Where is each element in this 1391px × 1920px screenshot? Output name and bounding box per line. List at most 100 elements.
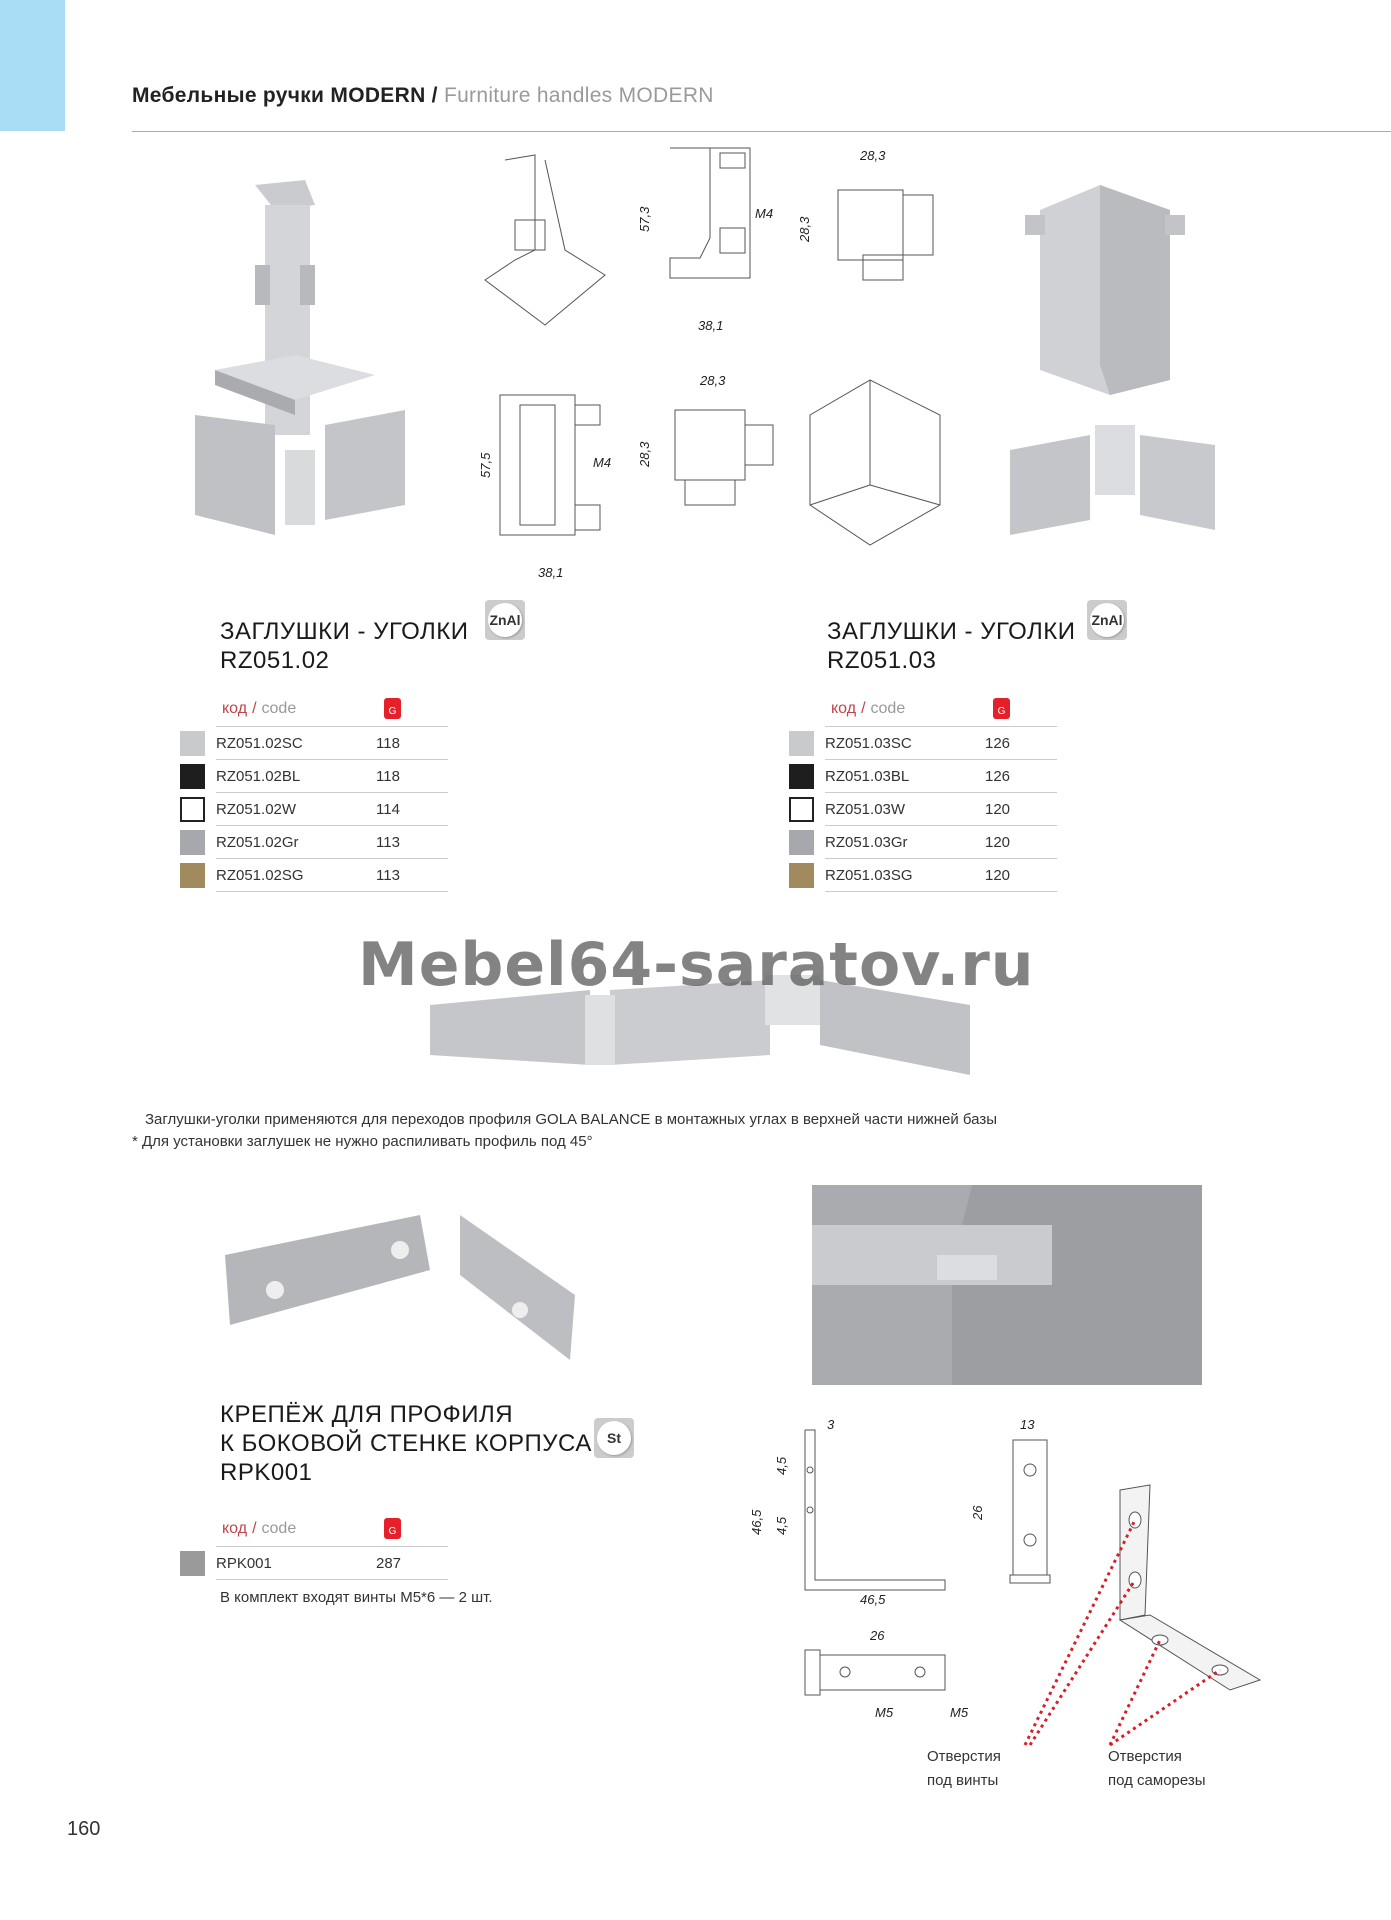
row-divider [216, 1579, 448, 1580]
corner-cap-03-drawing-plan [674, 409, 774, 506]
dimension-label: 26 [870, 1628, 885, 1643]
corner-cap-03-drawing-3d [809, 379, 941, 546]
item-code: RZ051.03SC [825, 735, 912, 752]
row-divider [216, 825, 448, 826]
table-row: RZ051.02BL 118 [180, 760, 448, 793]
color-swatch [180, 731, 205, 756]
row-divider [216, 759, 448, 760]
weight-icon: G [384, 698, 401, 719]
item-code: RZ051.02Gr [216, 834, 299, 851]
header-title-en: Furniture handles MODERN [443, 84, 714, 107]
item-weight: 118 [376, 735, 400, 752]
profile-assembly-photo [430, 975, 970, 1075]
caption-line: Отверстия [927, 1748, 1001, 1765]
table-row: RZ051.02Gr 113 [180, 826, 448, 859]
corner-cap-02-drawing-plan [837, 189, 934, 281]
weight-icon: G [993, 698, 1010, 719]
item-weight: 120 [985, 834, 1011, 851]
page-number: 160 [67, 1818, 101, 1840]
dimension-label: 3 [827, 1417, 835, 1432]
dimension-label: 57,3 [637, 206, 652, 232]
corner-cap-02-drawing-top [484, 154, 606, 326]
code-header-en: code [261, 700, 297, 717]
color-swatch [180, 764, 205, 789]
row-divider [825, 858, 1057, 859]
color-swatch [180, 1551, 205, 1576]
material-label: ZnAl [488, 603, 522, 637]
section-tab [0, 0, 65, 131]
table-row: RZ051.03SG 120 [789, 859, 1057, 892]
header-separator: / [425, 84, 444, 107]
bracket-drawing-side [804, 1429, 946, 1591]
product-code: RPK001 [220, 1459, 313, 1486]
material-badge-steel: St [594, 1418, 634, 1458]
bracket-drawing-front [1009, 1439, 1051, 1584]
item-weight: 120 [985, 801, 1011, 818]
item-code: RZ051.03Gr [825, 834, 908, 851]
product-title-line: К БОКОВОЙ СТЕНКЕ КОРПУСА [220, 1430, 592, 1457]
material-label: St [597, 1421, 631, 1455]
caption-line: под винты [927, 1772, 999, 1789]
bracket-drawing-3d [1023, 1484, 1262, 1747]
row-divider [216, 792, 448, 793]
dimension-label: 4,5 [774, 1516, 789, 1535]
screw-holes-caption: Отверстия под винты [927, 1745, 1001, 1793]
color-swatch [789, 863, 814, 888]
watermark: Mebel64-saratov.ru [358, 930, 1035, 1000]
code-header-en: code [261, 1520, 297, 1537]
item-weight: 114 [376, 801, 400, 818]
dimension-label: 28,3 [700, 373, 726, 388]
item-code: RPK001 [216, 1555, 272, 1572]
item-weight: 120 [985, 867, 1011, 884]
product-code: RZ051.03 [827, 647, 937, 674]
code-header-en: code [870, 700, 906, 717]
dimension-label: M4 [593, 455, 612, 470]
code-header-ru: код [222, 1520, 248, 1537]
row-divider [825, 792, 1057, 793]
header-divider [132, 131, 1391, 132]
dimension-label: 28,3 [860, 148, 886, 163]
weight-icon: G [384, 1518, 401, 1539]
color-swatch [789, 731, 814, 756]
row-divider [825, 759, 1057, 760]
dimension-label: 28,3 [797, 216, 812, 242]
material-badge-znal: ZnAl [485, 600, 525, 640]
item-code: RZ051.02BL [216, 768, 301, 785]
color-swatch [789, 797, 814, 822]
code-header-ru: код [831, 700, 857, 717]
code-header-ru: код [222, 700, 248, 717]
dimension-label: 46,5 [860, 1592, 886, 1607]
corner-cap-03-photo [1010, 185, 1215, 535]
kit-note: В комплект входят винты М5*6 — 2 шт. [220, 1589, 493, 1606]
bracket-drawing-top [804, 1649, 946, 1696]
bracket-photo [225, 1215, 575, 1360]
item-code: RZ051.02SC [216, 735, 303, 752]
dimension-label: M5 [950, 1705, 969, 1720]
dimension-label: 38,1 [538, 565, 564, 580]
product-title-line: КРЕПЁЖ ДЛЯ ПРОФИЛЯ [220, 1401, 514, 1428]
item-weight: 113 [376, 834, 400, 851]
table-row: RZ051.03Gr 120 [789, 826, 1057, 859]
installation-note: * Для установки заглушек не нужно распил… [132, 1133, 593, 1150]
product-code: RZ051.02 [220, 647, 330, 674]
corner-cap-03-drawing-side [499, 394, 601, 536]
table-row: RZ051.02SC 118 [180, 727, 448, 760]
item-weight: 118 [376, 768, 400, 785]
color-swatch [180, 797, 205, 822]
item-code: RZ051.03SG [825, 867, 913, 884]
usage-note: Заглушки-уголки применяются для переходо… [145, 1111, 998, 1128]
dimension-label: 38,1 [698, 318, 724, 333]
dimension-label: 4,5 [774, 1456, 789, 1475]
